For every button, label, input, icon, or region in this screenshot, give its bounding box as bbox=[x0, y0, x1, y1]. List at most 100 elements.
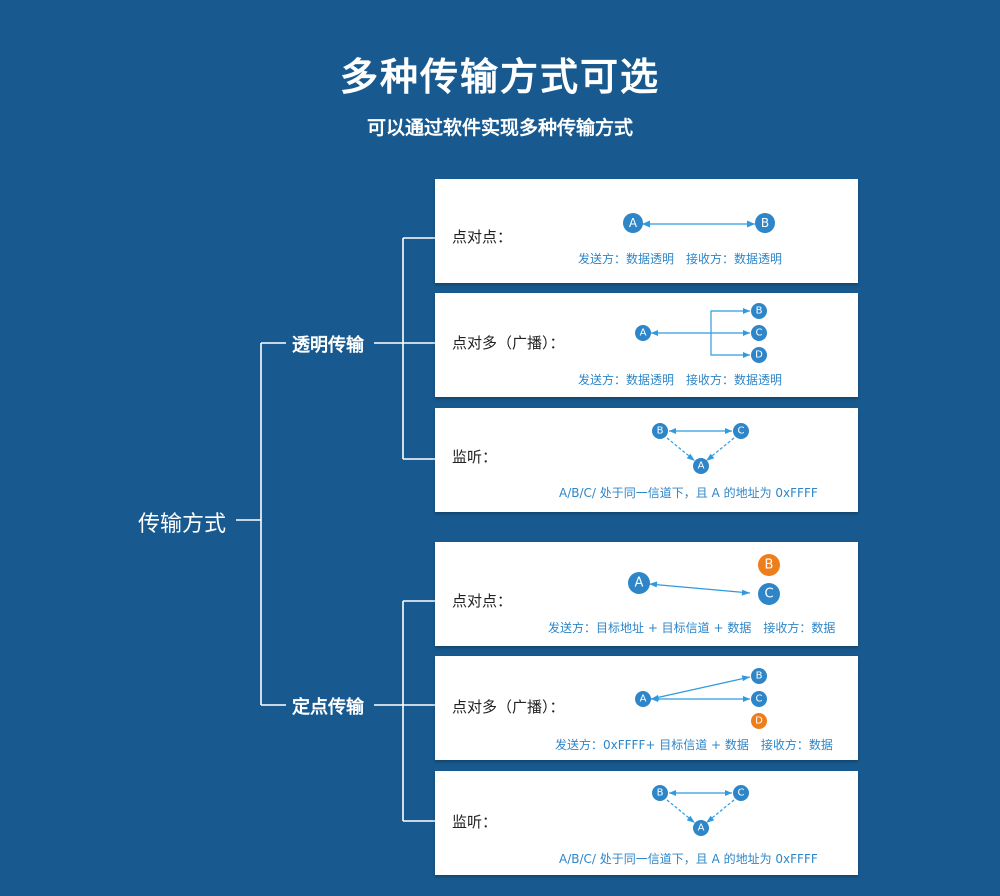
card-caption: 发送方：目标地址 + 目标信道 + 数据接收方：数据 bbox=[548, 619, 835, 636]
node-c: C bbox=[758, 583, 780, 605]
arrow-head-icon bbox=[743, 330, 750, 336]
svg-text:C: C bbox=[738, 426, 745, 437]
svg-text:B: B bbox=[657, 426, 664, 437]
arrow-head-icon bbox=[706, 815, 715, 823]
card-transparent-listen: 监听： B C A A/B/C/ 处于同一信道下，且 A 的地址为 0xFFFF bbox=[435, 408, 858, 512]
svg-text:A: A bbox=[640, 328, 647, 339]
svg-text:B: B bbox=[657, 788, 664, 799]
branch-label-transparent: 透明传输 bbox=[292, 335, 364, 356]
p2p-diagram: A B bbox=[623, 213, 775, 233]
listen-dashed-arrow bbox=[706, 799, 735, 823]
sender-caption: 发送方：目标地址 + 目标信道 + 数据 bbox=[548, 621, 752, 635]
listen-dashed-arrow bbox=[666, 799, 695, 823]
receiver-caption: 接收方：数据透明 bbox=[686, 373, 783, 387]
card-label: 监听： bbox=[452, 813, 498, 831]
arrow-head-icon bbox=[743, 352, 750, 358]
arrow-head-icon bbox=[669, 428, 676, 434]
svg-text:C: C bbox=[756, 694, 763, 705]
card-caption: 发送方：数据透明接收方：数据透明 bbox=[578, 250, 782, 267]
node-a: A bbox=[693, 458, 709, 474]
svg-text:D: D bbox=[755, 716, 763, 727]
receiver-caption: 接收方：数据 bbox=[760, 738, 833, 752]
broadcast-diagram: A B C D bbox=[635, 303, 767, 363]
arrow-head-icon bbox=[686, 453, 695, 461]
card-fixed-p2p: 点对点： A B C 发送方：目标地址 + 目标信道 + 数据接收方：数据 bbox=[435, 542, 858, 646]
listen-dashed-arrow bbox=[706, 437, 735, 461]
node-b: B bbox=[751, 668, 767, 684]
svg-text:A: A bbox=[698, 823, 705, 834]
arrow-head-icon bbox=[651, 330, 658, 336]
node-a: A bbox=[693, 820, 709, 836]
svg-text:A: A bbox=[629, 216, 638, 230]
node-b: B bbox=[755, 213, 775, 233]
node-b: B bbox=[652, 785, 668, 801]
card-fixed-listen: 监听： B C A A/B/C/ 处于同一信道下，且 A 的地址为 0xFFFF bbox=[435, 771, 858, 875]
sender-caption: 发送方：数据透明 bbox=[578, 373, 675, 387]
receiver-caption: 接收方：数据透明 bbox=[686, 252, 783, 266]
node-a: A bbox=[628, 572, 650, 594]
svg-text:A: A bbox=[698, 461, 705, 472]
listen-fixed-diagram: B C A bbox=[652, 785, 749, 836]
svg-text:B: B bbox=[761, 216, 769, 230]
svg-text:A: A bbox=[635, 576, 644, 591]
node-a: A bbox=[635, 325, 651, 341]
card-caption: 发送方：数据透明接收方：数据透明 bbox=[578, 371, 782, 388]
card-transparent-p2p: 点对点： A B 发送方：数据透明接收方：数据透明 bbox=[435, 179, 858, 283]
node-b: B bbox=[652, 423, 668, 439]
node-b: B bbox=[758, 554, 780, 576]
svg-text:D: D bbox=[755, 350, 763, 361]
svg-text:B: B bbox=[765, 558, 774, 573]
node-d: D bbox=[751, 713, 767, 729]
bidirectional-arrow bbox=[650, 676, 751, 700]
card-label: 点对点： bbox=[452, 228, 513, 246]
arrow-head-icon bbox=[741, 589, 750, 596]
node-d: D bbox=[751, 347, 767, 363]
page-subtitle: 可以通过软件实现多种传输方式 bbox=[366, 117, 633, 139]
arrow-head-icon bbox=[686, 815, 695, 823]
arrow-head-icon bbox=[743, 696, 750, 702]
arrow-head-icon bbox=[747, 220, 755, 228]
card-caption: 发送方：0xFFFF+ 目标信道 + 数据接收方：数据 bbox=[555, 736, 833, 753]
arrow-head-icon bbox=[651, 696, 658, 702]
node-a: A bbox=[623, 213, 643, 233]
arrow-head-icon bbox=[642, 220, 650, 228]
card-label: 点对多（广播）： bbox=[452, 334, 565, 352]
arrow-head-icon bbox=[725, 790, 732, 796]
svg-text:B: B bbox=[756, 306, 763, 317]
branch-label-fixed-point: 定点传输 bbox=[292, 697, 364, 718]
listen-dashed-arrow bbox=[666, 437, 695, 461]
sender-caption: 发送方：数据透明 bbox=[578, 252, 675, 266]
node-c: C bbox=[751, 691, 767, 707]
card-fixed-broadcast: 点对多（广播）： A B C D 发送方：0xFFFF+ 目标信道 + 数据接收… bbox=[435, 656, 858, 760]
svg-text:C: C bbox=[756, 328, 763, 339]
svg-text:C: C bbox=[738, 788, 745, 799]
node-c: C bbox=[751, 325, 767, 341]
arrow-head-icon bbox=[669, 790, 676, 796]
bracket-connector bbox=[710, 310, 750, 356]
sender-caption: 发送方：0xFFFF+ 目标信道 + 数据 bbox=[555, 738, 749, 752]
svg-text:C: C bbox=[764, 587, 773, 602]
arrow-head-icon bbox=[725, 428, 732, 434]
card-caption: A/B/C/ 处于同一信道下，且 A 的地址为 0xFFFF bbox=[559, 486, 818, 500]
arrow-head-icon bbox=[743, 308, 750, 314]
receiver-caption: 接收方：数据 bbox=[763, 621, 836, 635]
card-label: 监听： bbox=[452, 448, 498, 466]
page-title: 多种传输方式可选 bbox=[339, 55, 660, 99]
node-c: C bbox=[733, 785, 749, 801]
arrow-head-icon bbox=[706, 453, 715, 461]
broadcast-fixed-diagram: A B C D bbox=[635, 668, 767, 729]
node-c: C bbox=[733, 423, 749, 439]
listen-diagram: B C A bbox=[652, 423, 749, 474]
node-b: B bbox=[751, 303, 767, 319]
card-label: 点对多（广播）： bbox=[452, 698, 565, 716]
arrow-head-icon bbox=[649, 581, 658, 588]
node-a: A bbox=[635, 691, 651, 707]
arrow-head-icon bbox=[741, 675, 750, 682]
bidirectional-arrow bbox=[648, 583, 751, 594]
card-label: 点对点： bbox=[452, 592, 513, 610]
svg-text:B: B bbox=[756, 671, 763, 682]
card-caption: A/B/C/ 处于同一信道下，且 A 的地址为 0xFFFF bbox=[559, 852, 818, 866]
root-node-label: 传输方式 bbox=[138, 512, 227, 537]
card-transparent-broadcast: 点对多（广播）： A B C D 发送方：数据透明接收方：数据透明 bbox=[435, 293, 858, 397]
